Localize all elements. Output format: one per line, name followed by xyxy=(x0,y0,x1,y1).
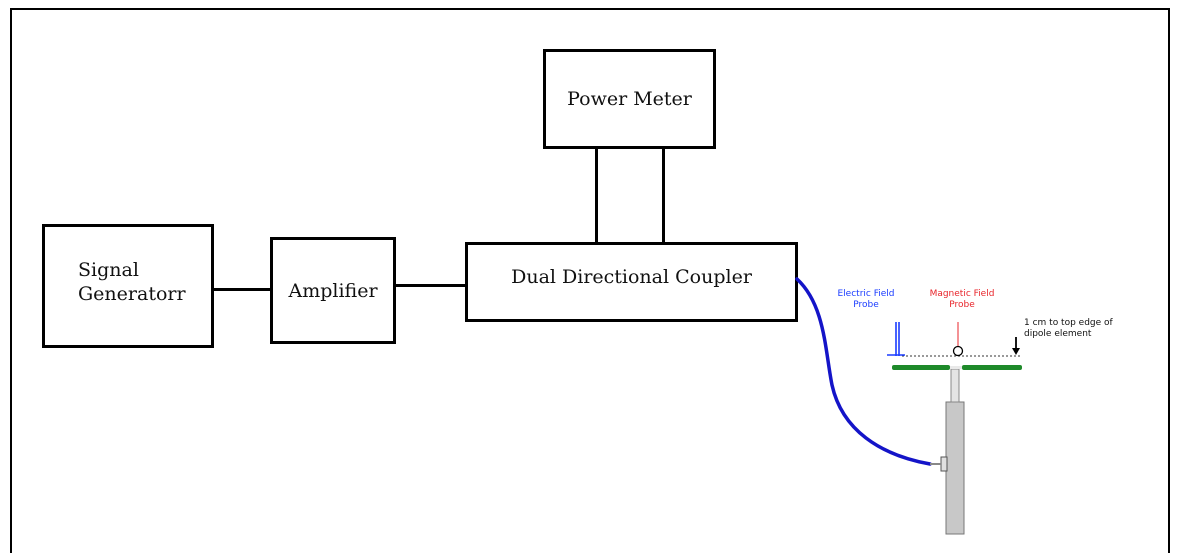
dipole-stand xyxy=(945,401,965,535)
power-meter-label: Power Meter xyxy=(567,88,692,110)
wire-amplifier-coupler xyxy=(393,284,467,287)
magnetic-field-probe-label-line2: Probe xyxy=(949,300,975,310)
signal-generator-box: Signal Generatorr xyxy=(42,224,214,348)
dipole-mast xyxy=(950,368,960,403)
dipole-element-gap xyxy=(950,366,962,369)
dual-directional-coupler-box: Dual Directional Coupler xyxy=(465,242,798,322)
distance-note-line2: dipole element xyxy=(1024,329,1092,339)
magnetic-field-probe-icon xyxy=(952,345,964,357)
dipole-element-right xyxy=(962,365,1022,370)
wire-coupler-powermeter-right xyxy=(662,146,665,245)
signal-generator-label-line1: Signal xyxy=(78,259,139,281)
signal-generator-label-line2: Generatorr xyxy=(78,283,186,305)
diagram-frame xyxy=(10,8,1170,553)
electric-field-probe-label-line2: Probe xyxy=(853,300,879,310)
magnetic-field-probe-label-line1: Magnetic Field xyxy=(929,289,995,299)
power-meter-box: Power Meter xyxy=(543,49,716,149)
magnetic-field-probe-label: Magnetic Field Probe xyxy=(920,289,1004,311)
electric-field-probe-icon xyxy=(887,322,905,356)
dipole-element-left xyxy=(892,365,950,370)
electric-field-probe-label: Electric Field Probe xyxy=(826,289,906,311)
feed-cable xyxy=(795,277,932,466)
wire-coupler-powermeter-left xyxy=(595,146,598,245)
amplifier-box: Amplifier xyxy=(270,237,396,344)
wire-generator-amplifier xyxy=(211,288,274,291)
distance-note-line1: 1 cm to top edge of xyxy=(1024,318,1113,328)
coupler-label: Dual Directional Coupler xyxy=(511,266,752,288)
dipole-feed-connector xyxy=(940,456,948,472)
distance-arrowhead-icon xyxy=(1012,348,1020,355)
distance-note-label: 1 cm to top edge of dipole element xyxy=(1024,318,1134,340)
electric-field-probe-label-line1: Electric Field xyxy=(837,289,895,299)
amplifier-label: Amplifier xyxy=(288,279,378,302)
